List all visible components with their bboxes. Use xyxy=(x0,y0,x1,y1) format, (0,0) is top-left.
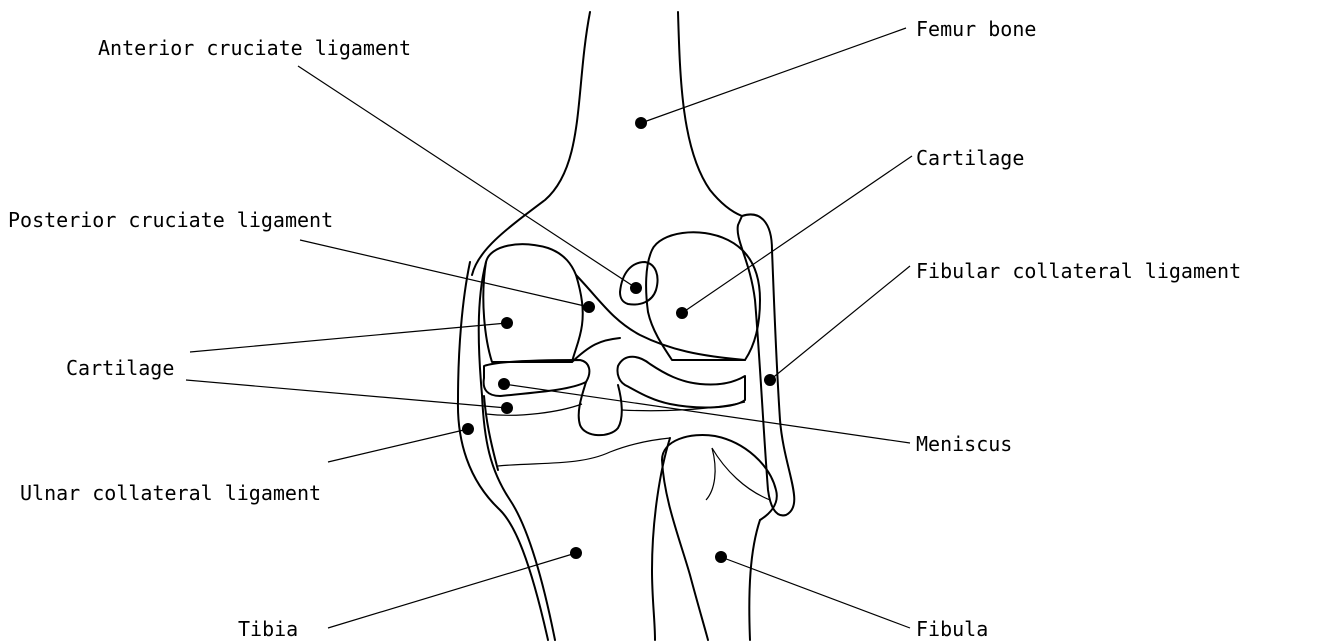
ulnar-collateral-ligament-inner xyxy=(479,262,555,640)
dot-ulnar-collateral-ligament xyxy=(462,423,474,435)
femur-outline-right xyxy=(678,12,742,216)
left-condyle xyxy=(483,244,582,362)
femur-outline xyxy=(472,12,590,275)
leader-posterior-cruciate-ligament xyxy=(300,240,589,307)
dot-tibia xyxy=(570,547,582,559)
leader-tibia xyxy=(328,553,576,628)
leader-anterior-cruciate-ligament xyxy=(298,66,636,288)
dot-fibula xyxy=(715,551,727,563)
tibia-inner-line xyxy=(498,438,670,466)
fibula-head-detail-2 xyxy=(706,448,715,500)
label-tibia: Tibia xyxy=(238,617,298,641)
fibula-head-detail xyxy=(712,448,770,500)
fibular-collateral-ligament-shape xyxy=(738,214,795,515)
label-femur-bone: Femur bone xyxy=(916,17,1036,41)
fibula-head xyxy=(662,435,777,520)
label-anterior-cruciate-ligament: Anterior cruciate ligament xyxy=(98,36,411,60)
label-cartilage-left: Cartilage xyxy=(66,356,174,380)
label-ulnar-collateral-ligament: Ulnar collateral ligament xyxy=(20,481,321,505)
fibula-shaft-right xyxy=(749,520,760,640)
marker-dots xyxy=(462,117,776,563)
leader-ulnar-collateral-ligament xyxy=(328,429,468,462)
dot-cartilage-left-lower xyxy=(501,402,513,414)
label-posterior-cruciate-ligament: Posterior cruciate ligament xyxy=(8,208,333,232)
label-fibular-collateral-ligament: Fibular collateral ligament xyxy=(916,259,1241,283)
label-cartilage-right: Cartilage xyxy=(916,146,1024,170)
label-meniscus: Meniscus xyxy=(916,432,1012,456)
dot-fibular-collateral-ligament xyxy=(764,374,776,386)
tibial-spine xyxy=(579,382,622,435)
dot-cartilage-right xyxy=(676,307,688,319)
fibula-shaft-left xyxy=(662,460,708,640)
leader-lines xyxy=(186,28,912,628)
meniscus-right xyxy=(617,357,745,408)
tibia-plateau-line xyxy=(486,404,582,415)
dot-posterior-cruciate-ligament xyxy=(583,301,595,313)
right-condyle xyxy=(646,232,760,360)
meniscus-left xyxy=(484,360,590,396)
dot-anterior-cruciate-ligament xyxy=(630,282,642,294)
labels: Femur bone Anterior cruciate ligament Ca… xyxy=(8,17,1241,641)
leader-fibular-collateral-ligament xyxy=(770,266,910,380)
dot-cartilage-left-upper xyxy=(501,317,513,329)
dot-meniscus xyxy=(498,378,510,390)
tibia-right-edge xyxy=(652,438,670,640)
label-fibula: Fibula xyxy=(916,617,988,641)
dot-femur-bone xyxy=(635,117,647,129)
